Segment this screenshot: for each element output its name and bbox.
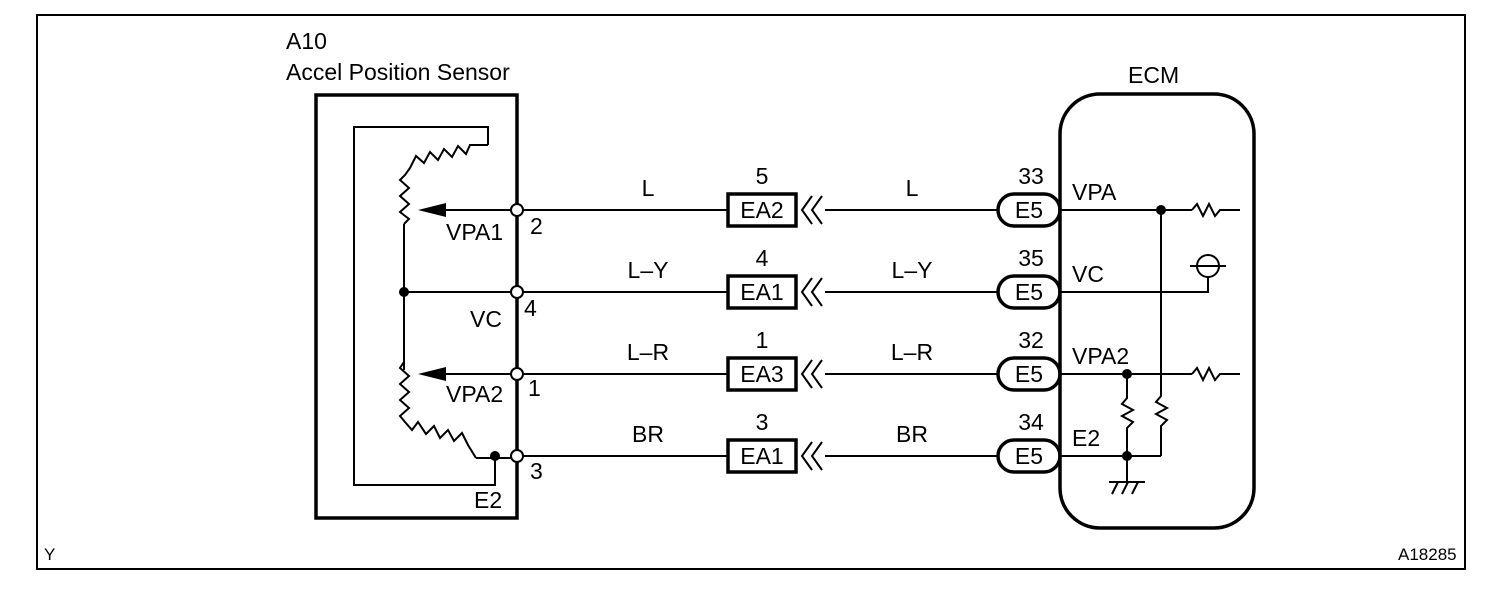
wire-color-left: BR [632, 421, 664, 447]
junction-e2 [490, 451, 500, 461]
ecm-connector-code: E5 [1015, 443, 1043, 469]
sensor-pin-terminal [510, 285, 524, 299]
connector-chevron [800, 441, 813, 471]
resistor-lower [398, 361, 477, 459]
ecm-box [1058, 92, 1256, 530]
ecm-pin: 32 [1018, 327, 1044, 353]
connector-box [726, 438, 798, 474]
wire-color-left: L–R [627, 339, 669, 365]
ecm-pin: 34 [1018, 409, 1044, 435]
ecm-internals [1060, 201, 1240, 495]
connector-box [726, 274, 798, 310]
figure-tag: Y [44, 545, 55, 564]
connector-code: EA1 [740, 279, 783, 305]
figure-id: A18285 [1398, 545, 1457, 564]
connector-code: EA3 [740, 361, 783, 387]
ecm-connector-code: E5 [1015, 279, 1043, 305]
connector-pin: 5 [756, 163, 769, 189]
signal-vc: VC [470, 306, 502, 332]
ecm-pin: 35 [1018, 245, 1044, 271]
sensor-pin-terminal [510, 449, 524, 463]
connector-pin: 3 [756, 409, 769, 435]
connector-chevron [810, 195, 823, 225]
wire-color-right: L–R [891, 339, 933, 365]
connector-code: EA1 [740, 443, 783, 469]
ecm-signal: VPA [1072, 179, 1117, 205]
signal-vpa2: VPA2 [446, 381, 503, 407]
sensor-name: Accel Position Sensor [286, 59, 510, 85]
pin-1: 1 [528, 375, 541, 401]
connector-box [726, 356, 798, 392]
sensor-box [314, 93, 519, 520]
sensor-code: A10 [286, 28, 327, 54]
diagram-frame [36, 14, 1466, 570]
ecm-signal: VC [1072, 261, 1104, 287]
wire-color-right: L–Y [892, 257, 933, 283]
wire-color-left: L–Y [628, 257, 669, 283]
ecm-signal: E2 [1072, 425, 1100, 451]
connector-chevron [810, 441, 823, 471]
ecm-connector-code: E5 [1015, 361, 1043, 387]
wire-color-right: L [906, 175, 919, 201]
ecm-pin: 33 [1018, 163, 1044, 189]
ecm-signal: VPA2 [1072, 343, 1129, 369]
pin-3: 3 [530, 458, 543, 484]
wire-color-right: BR [896, 421, 928, 447]
pin-4: 4 [524, 295, 537, 321]
wire-color-left: L [642, 175, 655, 201]
wiper-vpa2-arrow [418, 367, 446, 381]
ecm-label: ECM [1128, 62, 1179, 88]
signal-vpa1: VPA1 [446, 219, 503, 245]
connector-chevron [800, 359, 813, 389]
connector-code: EA2 [740, 197, 783, 223]
connector-chevron [800, 195, 813, 225]
signal-e2: E2 [474, 487, 502, 513]
sensor-internal-frame [353, 126, 496, 486]
connector-box [726, 192, 798, 228]
connector-pin: 4 [756, 245, 769, 271]
wiper-vpa1-arrow [418, 203, 446, 217]
connector-chevron [800, 277, 813, 307]
sensor-pin-terminal [510, 203, 524, 217]
ecm-connector-code: E5 [1015, 197, 1043, 223]
pin-2: 2 [530, 213, 543, 239]
resistor-upper [398, 144, 488, 225]
connector-pin: 1 [756, 327, 769, 353]
connector-chevron [810, 359, 823, 389]
sensor-pin-terminal [510, 367, 524, 381]
connector-chevron [810, 277, 823, 307]
